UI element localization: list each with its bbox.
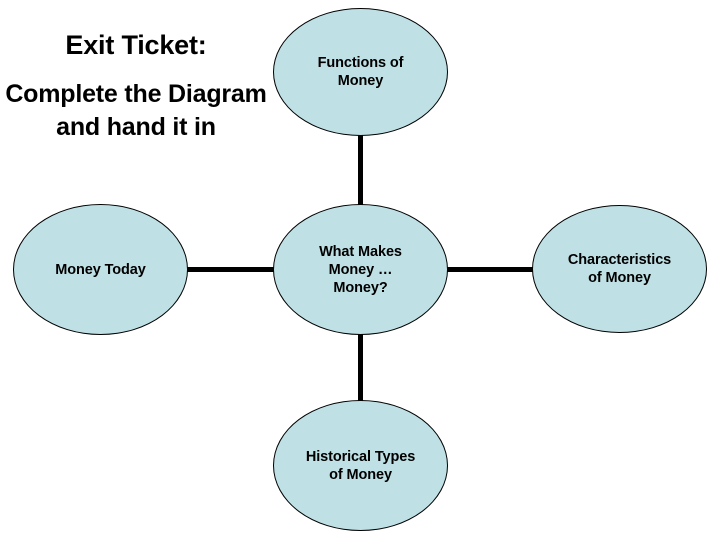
node-what-makes-money-money-label: What Makes Money … Money?: [319, 243, 402, 296]
node-money-today-label: Money Today: [55, 261, 146, 278]
page-title: Exit Ticket: Complete the Diagram and ha…: [0, 28, 272, 144]
node-functions-of-money[interactable]: Functions of Money: [273, 8, 448, 136]
connector-center-to-left: [187, 267, 275, 272]
node-characteristics-of-money-label: Characteristics of Money: [567, 252, 672, 286]
node-historical-types-of-money-label: Historical Types of Money: [305, 448, 416, 483]
page-title-line-1: Exit Ticket:: [65, 30, 207, 60]
page-title-line-2: Complete the Diagram and hand it in: [5, 80, 267, 141]
connector-center-to-top: [358, 134, 363, 206]
node-functions-of-money-label: Functions of Money: [317, 55, 404, 89]
node-money-today[interactable]: Money Today: [13, 204, 188, 335]
node-historical-types-of-money[interactable]: Historical Types of Money: [273, 400, 448, 531]
connector-center-to-right: [446, 267, 534, 272]
node-characteristics-of-money[interactable]: Characteristics of Money: [532, 205, 707, 333]
node-what-makes-money-money[interactable]: What Makes Money … Money?: [273, 204, 448, 335]
connector-center-to-bottom: [358, 333, 363, 402]
